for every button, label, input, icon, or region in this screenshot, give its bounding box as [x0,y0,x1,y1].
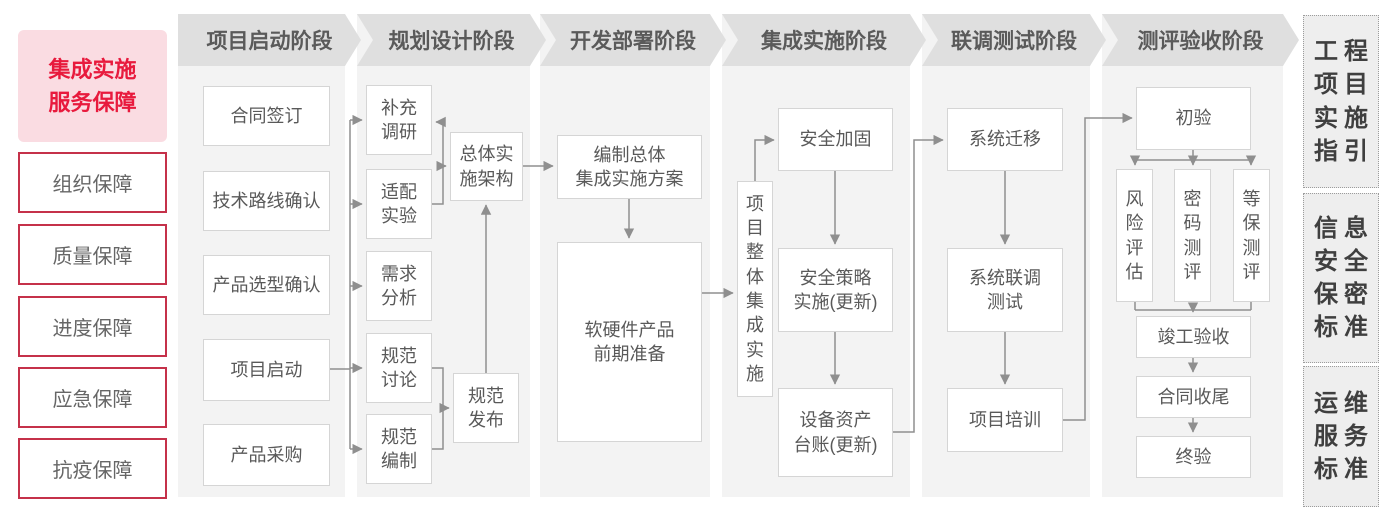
node-spec-release: 规范 发布 [453,373,519,443]
phase-header-joint-test: 联调测试阶段 [922,14,1106,66]
node-product-procurement: 产品采购 [203,424,330,486]
phase-header-kickoff: 项目启动阶段 [178,14,361,66]
node-completion-acceptance: 竣工验收 [1136,316,1251,358]
node-supplementary-research: 补充 调研 [366,85,432,155]
node-project-kickoff: 项目启动 [203,339,330,401]
sidebar-item-schedule: 进度保障 [18,296,167,357]
node-spec-drafting: 规范 编制 [366,414,432,484]
node-final-acceptance: 终验 [1136,436,1251,478]
node-asset-ledger-update: 设备资产 台账(更新) [778,388,893,477]
node-adaptation-experiment: 适配 实验 [366,169,432,239]
node-overall-integration: 项目整体集成实施 [737,181,773,397]
sidebar-item-quality: 质量保障 [18,224,167,285]
node-project-training: 项目培训 [947,388,1063,452]
node-crypto-evaluation: 密码测评 [1174,169,1211,302]
node-initial-acceptance: 初验 [1136,87,1251,150]
node-security-policy-impl: 安全策略 实施(更新) [778,248,893,332]
node-overall-impl-architecture: 总体实 施架构 [450,132,523,201]
standard-operation-service: 运维 服务 标准 [1303,366,1379,507]
standard-information-security: 信息 安全 保密 标准 [1303,193,1379,363]
node-risk-assessment: 风险评估 [1116,169,1153,302]
node-contract-closure: 合同收尾 [1136,376,1251,418]
node-spec-discussion: 规范 讨论 [366,333,432,403]
node-joint-debug-test: 系统联调 测试 [947,248,1063,332]
sidebar-item-epidemic: 抗疫保障 [18,438,167,499]
sidebar-title-card: 集成实施 服务保障 [18,30,167,142]
node-system-migration: 系统迁移 [947,108,1063,171]
node-security-hardening: 安全加固 [778,108,893,171]
phase-header-planning: 规划设计阶段 [357,14,546,66]
node-hw-sw-preparation: 软硬件产品 前期准备 [557,242,702,442]
node-product-selection-confirm: 产品选型确认 [203,255,330,315]
phase-header-integration: 集成实施阶段 [722,14,926,66]
node-contract-signing: 合同签订 [203,86,330,146]
phase-header-development: 开发部署阶段 [540,14,726,66]
phase-header-acceptance: 测评验收阶段 [1102,14,1299,66]
node-mlps-evaluation: 等保测评 [1233,169,1270,302]
sidebar-item-organization: 组织保障 [18,152,167,213]
node-tech-route-confirm: 技术路线确认 [203,171,330,231]
sidebar-item-emergency: 应急保障 [18,367,167,428]
node-requirement-analysis: 需求 分析 [366,251,432,321]
node-compile-overall-plan: 编制总体 集成实施方案 [557,135,702,199]
standard-project-implementation-guide: 工程 项目 实施 指引 [1303,15,1379,188]
